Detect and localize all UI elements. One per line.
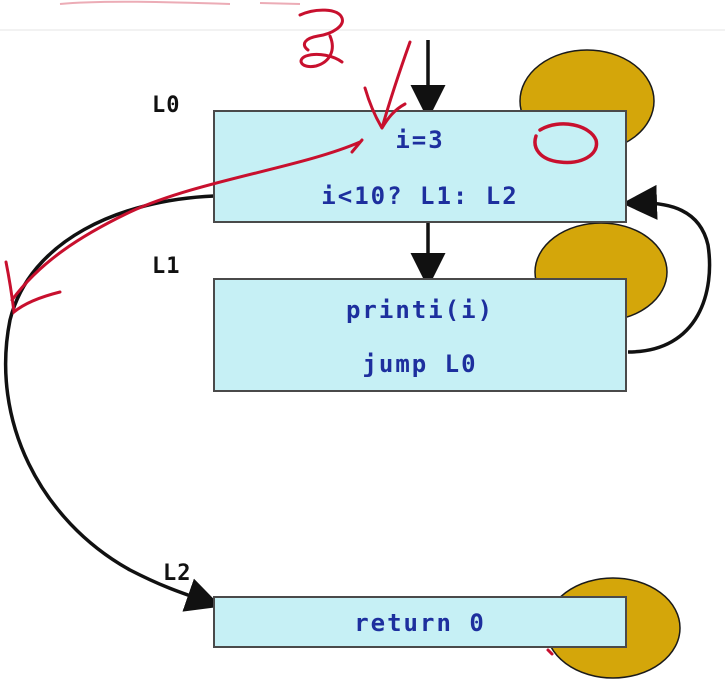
ink-dot-l2-marker — [546, 648, 554, 656]
basic-block-l2: return 0 — [213, 596, 627, 648]
ink-loop-l0-marker — [533, 122, 599, 165]
arrow-l0-to-l2 — [3, 194, 222, 612]
ink-tick-assign — [350, 138, 364, 154]
block-label-l1: L1 — [152, 254, 181, 279]
code-line-return: return 0 — [354, 609, 486, 637]
block-label-l0: L0 — [152, 93, 181, 118]
ink-glyph-top — [298, 8, 344, 69]
code-line-jump: jump L0 — [362, 350, 478, 378]
ink-arrow-to-assign — [363, 40, 412, 130]
code-line-assign: i=3 — [395, 126, 445, 154]
code-line-print: printi(i) — [345, 296, 495, 324]
basic-block-l1: printi(i) jump L0 — [213, 278, 627, 392]
ink-scribble-top — [59, 0, 301, 5]
code-line-branch: i<10? L1: L2 — [321, 182, 519, 210]
ink-curve-to-l2 — [4, 140, 362, 315]
block-label-l2: L2 — [163, 561, 192, 586]
arrow-l1-back-to-l0 — [622, 184, 712, 354]
